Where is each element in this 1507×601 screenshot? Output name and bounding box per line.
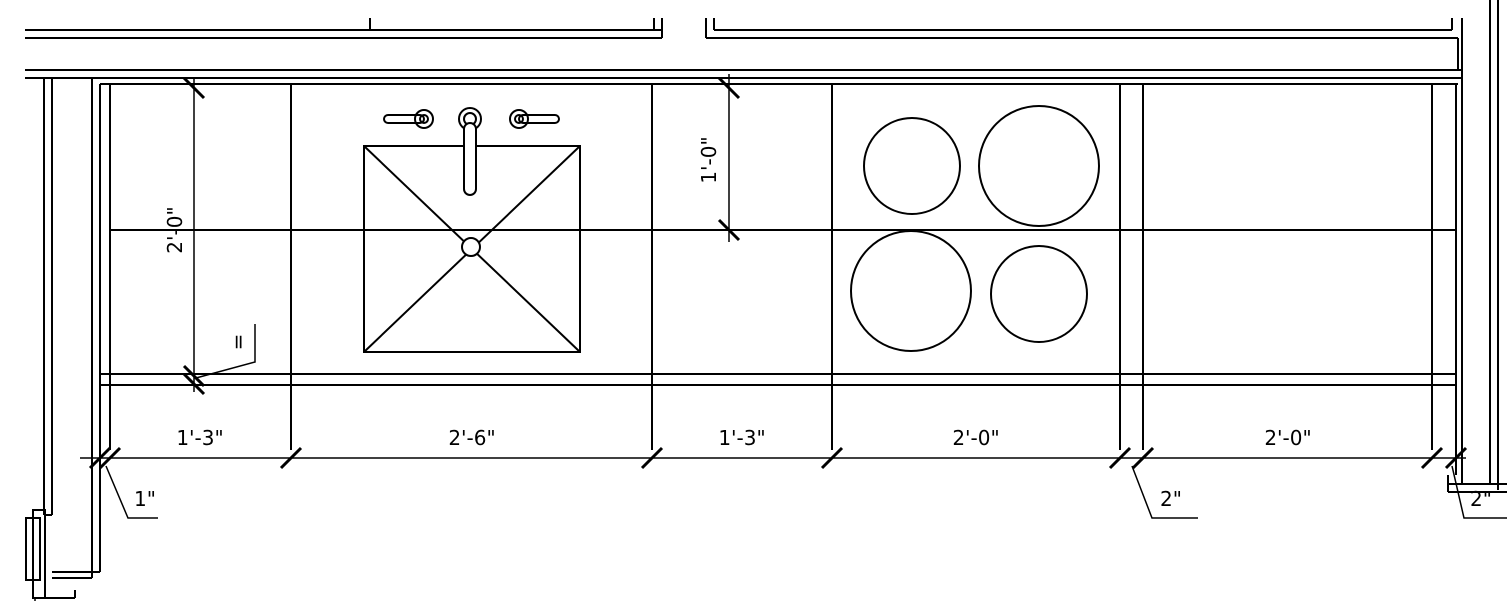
faucet bbox=[383, 107, 560, 196]
callout-right: 2" bbox=[1451, 465, 1507, 519]
left-wall bbox=[25, 78, 1458, 601]
burner bbox=[863, 117, 961, 215]
vertical-dimension-mid: 1'-0" bbox=[697, 74, 741, 242]
burner bbox=[990, 245, 1088, 343]
sink-drain bbox=[461, 237, 481, 257]
dimension-label: 2'-0" bbox=[1264, 426, 1311, 450]
dimension-label: 1'-0" bbox=[697, 136, 721, 183]
callout-mid: 2" bbox=[1131, 465, 1198, 519]
vertical-dimension-left: 2'-0" = bbox=[163, 76, 256, 396]
callout-label: 2" bbox=[1160, 487, 1182, 511]
dimension-label: 2'-0" bbox=[163, 206, 187, 253]
dimension-label: 1'-3" bbox=[176, 426, 223, 450]
callout-label: 2" bbox=[1470, 487, 1492, 511]
dimension-label: 1'-3" bbox=[718, 426, 765, 450]
dimension-label: 2'-0" bbox=[952, 426, 999, 450]
horizontal-dimension-line bbox=[80, 446, 1468, 470]
callout-label: 1" bbox=[134, 487, 156, 511]
callout-left: 1" bbox=[105, 465, 158, 519]
dimension-label: 2'-6" bbox=[448, 426, 495, 450]
top-wall bbox=[25, 18, 1463, 79]
right-wall bbox=[1447, 0, 1507, 493]
horizontal-dimension-labels: 1'-3" 2'-6" 1'-3" 2'-0" 2'-0" bbox=[176, 426, 1311, 450]
counter-outline bbox=[100, 84, 1456, 450]
burner bbox=[850, 230, 972, 352]
cooktop bbox=[850, 105, 1100, 352]
callout-label: = bbox=[226, 334, 250, 351]
burner bbox=[978, 105, 1100, 227]
